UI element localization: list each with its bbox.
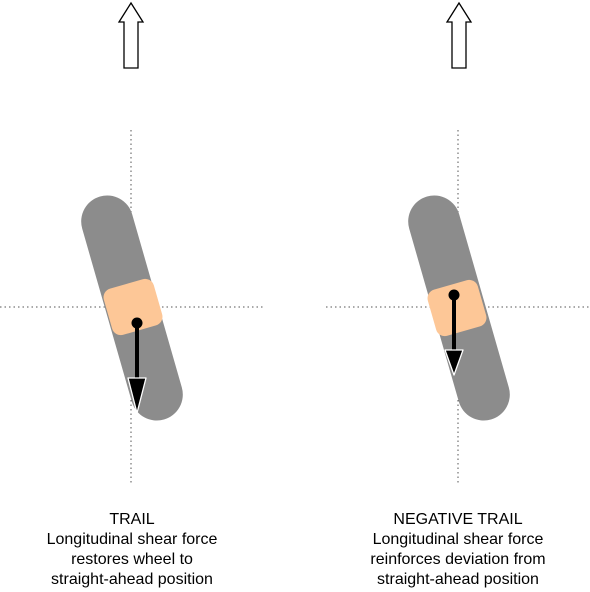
caption-line: Longitudinal shear force bbox=[46, 531, 218, 548]
negative-trail-caption: NEGATIVE TRAIL Longitudinal shear force … bbox=[323, 510, 590, 590]
contact-patch bbox=[427, 279, 487, 337]
direction-arrow-icon bbox=[445, 1, 473, 69]
caption-line: restores wheel to bbox=[71, 551, 193, 568]
caption-title: TRAIL bbox=[109, 511, 155, 528]
contact-patch bbox=[103, 278, 163, 336]
negative-trail-panel bbox=[326, 1, 590, 483]
caption-title: NEGATIVE TRAIL bbox=[393, 511, 523, 528]
direction-arrow-icon bbox=[117, 1, 145, 69]
caption-line: reinforces deviation from bbox=[370, 551, 546, 568]
caption-line: Longitudinal shear force bbox=[372, 531, 544, 548]
trail-panel bbox=[0, 1, 265, 483]
caption-line: straight-ahead position bbox=[51, 571, 213, 588]
trail-caption: TRAIL Longitudinal shear force restores … bbox=[0, 510, 267, 590]
force-arrow-head-icon bbox=[127, 377, 147, 414]
force-arrow-head-icon bbox=[444, 349, 464, 376]
caption-line: straight-ahead position bbox=[377, 571, 539, 588]
